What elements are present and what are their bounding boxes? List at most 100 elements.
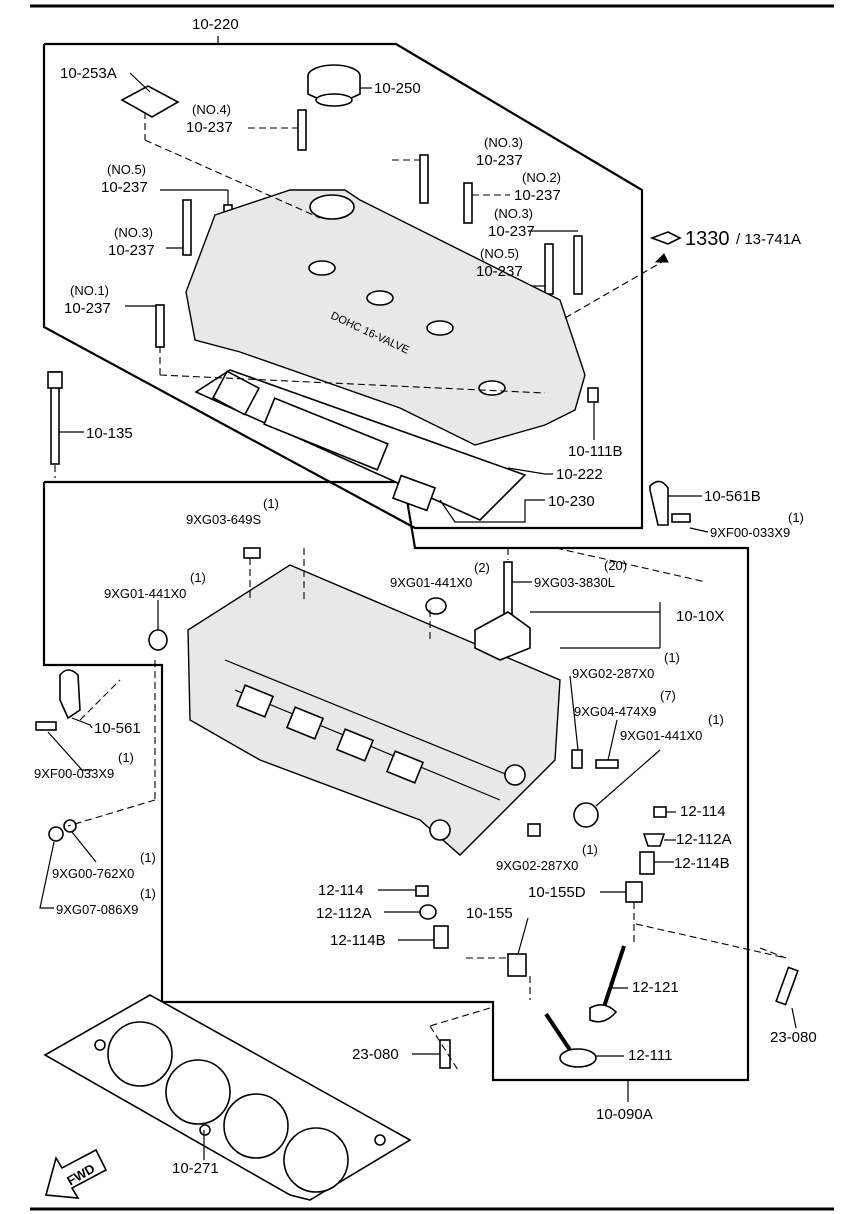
label-10-220: 10-220 (192, 16, 239, 33)
engine-hanger-10-561B (649, 480, 669, 526)
leader-23-080b (791, 1007, 797, 1029)
label-23-080b: 23-080 (770, 1029, 817, 1046)
label-10-135: 10-135 (86, 425, 133, 442)
label-9XG03-3830: 9XG03-3830L (534, 575, 615, 590)
label-9XG01-a: 9XG01-441X0 (104, 586, 187, 601)
bolt-9XF00-a (671, 513, 691, 523)
label-12-114b: 12-114 (318, 882, 364, 899)
label-9XG00: 9XG00-762X0 (52, 866, 135, 881)
plug-9XG07 (48, 826, 64, 842)
label-9XG01-b: 9XG01-441X0 (390, 575, 473, 590)
label-12-114Bb: 12-114B (330, 932, 386, 949)
label-23-080a: 23-080 (352, 1046, 399, 1063)
leader-10-10X (530, 602, 661, 613)
hand-pointer-icon (649, 231, 682, 245)
engine-hanger-10-561 (59, 669, 81, 720)
leader-10-253A (129, 72, 151, 93)
leader-9XG01-c (595, 749, 661, 807)
label-no4: (NO.4) (192, 102, 231, 117)
arrow-head-1330 (654, 253, 669, 263)
label-10-250: 10-250 (374, 80, 421, 97)
leader-9XG04 (607, 719, 618, 761)
leader-10-222 (507, 467, 553, 475)
leader-9XG07 (39, 841, 55, 909)
dowel-9XG03-649 (243, 547, 261, 559)
qty-9XF00-a: (1) (788, 510, 804, 525)
seal-12-114a (653, 806, 667, 818)
label-1330: 1330 (685, 228, 730, 250)
dashed-assembly-lines (54, 112, 787, 1071)
valve-seal-10-155D (625, 881, 643, 903)
gasket-10-253A (120, 85, 180, 118)
label-12-114a: 12-114 (680, 803, 726, 820)
label-10-253A: 10-253A (60, 65, 117, 82)
bolt-9XF00-b (35, 721, 57, 731)
label-no3c: (NO.3) (114, 225, 153, 240)
head-assembly-frame (42, 480, 750, 1082)
leader-10-155 (517, 917, 529, 955)
label-10-561B: 10-561B (704, 488, 761, 505)
label-9XF00-b: 9XF00-033X9 (34, 766, 115, 781)
label-10-271: 10-271 (172, 1160, 219, 1177)
dowel-9XG02-a (571, 749, 583, 769)
leader-9XG00 (71, 831, 97, 863)
bearing-cap (474, 611, 531, 661)
label-no5a: (NO.5) (107, 162, 146, 177)
qty-9XG01-c: (1) (708, 712, 724, 727)
spring-12-114Bb (433, 925, 449, 949)
leader-9XF00-b (47, 731, 92, 771)
label-no2-part: 10-237 (514, 187, 561, 204)
qty-9XG02-a: (1) (664, 650, 680, 665)
label-no3b: (NO.3) (494, 206, 533, 221)
spring-12-114Ba (639, 851, 655, 875)
label-12-112Ab: 12-112A (316, 905, 372, 922)
cover-gasket (194, 369, 527, 521)
label-no1-part: 10-237 (64, 300, 111, 317)
label-13-741A: / 13-741A (736, 231, 802, 248)
stud-9XG04 (595, 759, 619, 769)
label-9XG02-b: 9XG02-287X0 (496, 858, 579, 873)
qty-9XG02-b: (1) (582, 842, 598, 857)
label-12-111: 12-111 (628, 1047, 673, 1064)
plug-9XG01-a (148, 629, 168, 651)
valve-guide-23-080b (775, 966, 799, 1006)
label-no3c-part: 10-237 (108, 242, 155, 259)
leader-10-561 (71, 717, 93, 729)
exhaust-valve-12-121 (589, 945, 626, 1023)
label-12-114Ba: 12-114B (674, 855, 730, 872)
head-gasket-10-271 (43, 994, 412, 1201)
label-no1: (NO.1) (70, 283, 109, 298)
qty-9XG07: (1) (140, 886, 156, 901)
qty-9XG01-b: (2) (474, 560, 490, 575)
label-no3a: (NO.3) (484, 135, 523, 150)
label-10-230: 10-230 (548, 493, 595, 510)
qty-9XG03-649: (1) (263, 496, 279, 511)
retainer-12-112Aa (642, 833, 666, 847)
label-9XG07: 9XG07-086X9 (56, 902, 139, 917)
washer-9XG00 (63, 819, 77, 833)
label-9XG02-a: 9XG02-287X0 (572, 666, 655, 681)
label-no2: (NO.2) (522, 170, 561, 185)
cylinder-head-cover: DOHC 16-VALVE (185, 189, 586, 446)
label-no3a-part: 10-237 (476, 152, 523, 169)
plug-9XG01-b (425, 597, 447, 615)
dowel-9XG02-b (527, 823, 541, 837)
label-no3b-part: 10-237 (488, 223, 535, 240)
label-10-222: 10-222 (556, 466, 603, 483)
label-10-155D: 10-155D (528, 884, 586, 901)
bolt-leaders (125, 127, 578, 307)
oil-filler-cap (307, 64, 372, 107)
qty-9XG04: (7) (660, 688, 676, 703)
label-no5b-part: 10-237 (476, 263, 523, 280)
fwd-arrow-icon (44, 1148, 108, 1199)
dashed-arrow-1330 (564, 261, 663, 319)
plug-9XG01-c (573, 802, 599, 828)
retainer-12-112Ab (419, 904, 437, 920)
label-9XF00-a: 9XF00-033X9 (710, 525, 791, 540)
label-12-112Aa: 12-112A (676, 831, 732, 848)
cylinder-head (187, 564, 561, 856)
qty-9XG03-3830: (20) (604, 558, 628, 573)
label-10-561: 10-561 (94, 720, 141, 737)
qty-9XG00: (1) (140, 850, 156, 865)
